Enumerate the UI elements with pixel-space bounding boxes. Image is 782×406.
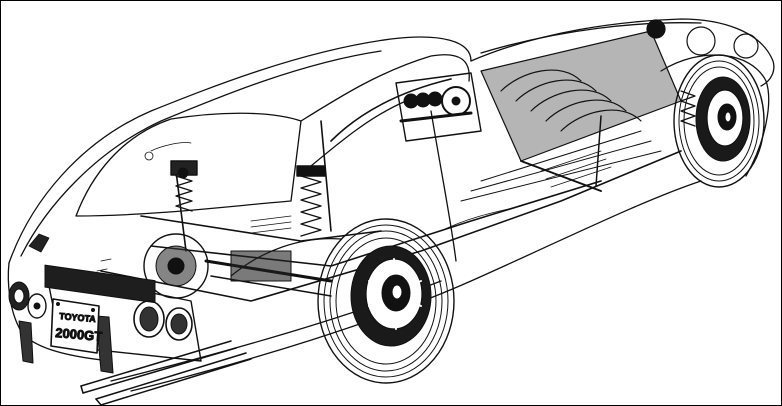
license-plate-line2: 2000GT: [55, 325, 103, 344]
exhaust: [80, 340, 252, 405]
differential: [143, 233, 333, 299]
rear-fascia: [8, 264, 202, 374]
dashboard: [395, 72, 482, 142]
front-wheel: [673, 54, 765, 188]
rear-lights: [8, 281, 193, 341]
engine: [460, 19, 759, 202]
license-plate-line1: TOYOTA: [59, 311, 97, 324]
frame-structure: [100, 78, 682, 302]
rear-wheel: [317, 218, 455, 384]
license-plate: TOYOTA 2000GT: [50, 298, 103, 354]
hatching-detail: [28, 115, 612, 272]
